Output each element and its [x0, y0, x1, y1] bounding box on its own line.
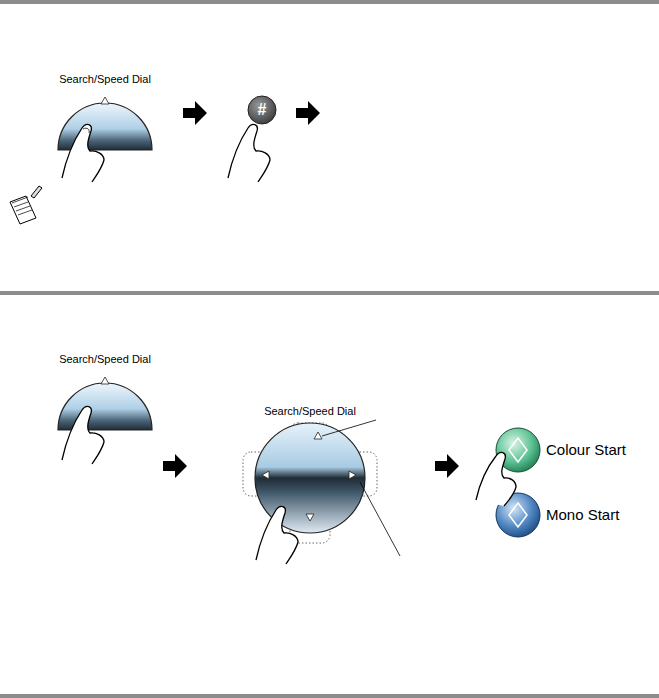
speed-dial-button: [58, 97, 152, 150]
finger: [62, 124, 104, 182]
button-label: Colour Start: [546, 441, 626, 458]
rule: [0, 0, 659, 4]
hash-button: [248, 96, 276, 124]
step-arrow: [163, 454, 187, 478]
rule: [0, 291, 659, 295]
finger: [476, 452, 516, 506]
navigation-button: [243, 423, 377, 543]
step-arrow: [296, 101, 320, 125]
rule: [0, 694, 659, 698]
finger-nail: [83, 128, 89, 133]
step-arrow: [183, 101, 207, 125]
finger: [228, 124, 270, 182]
finger: [256, 506, 298, 564]
button-label: Search/Speed Dial: [59, 73, 151, 86]
button-symbol: #: [258, 101, 267, 119]
speed-dial-button: [58, 377, 152, 430]
step-arrow: [435, 454, 459, 478]
note-icon: [10, 186, 42, 224]
button-label: Search/Speed Dial: [59, 353, 151, 366]
button-label: Search/Speed Dial: [264, 405, 356, 418]
button-label: Mono Start: [546, 506, 619, 523]
finger: [62, 406, 104, 464]
leader-line: [322, 420, 376, 436]
leader-line: [360, 482, 400, 556]
